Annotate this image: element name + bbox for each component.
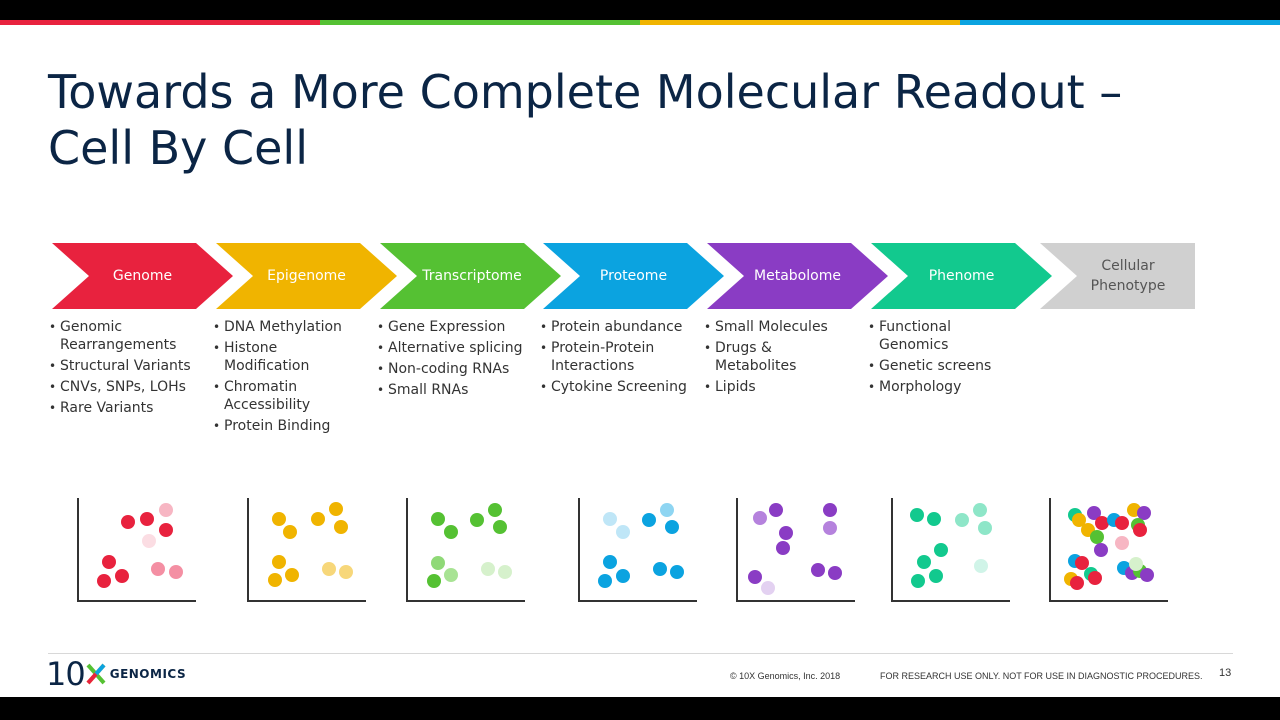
top-bar bbox=[0, 0, 1280, 20]
metabolome-arrow bbox=[707, 243, 888, 309]
omics-flow-arrows bbox=[52, 243, 1195, 309]
list-item: Small RNAs bbox=[377, 381, 542, 399]
epigenome-bullets: DNA Methylation Histone Modification Chr… bbox=[213, 318, 353, 438]
metabolome-scatter-illustration bbox=[736, 498, 855, 602]
transcriptome-scatter-illustration bbox=[406, 498, 525, 602]
phenome-bullets: Functional Genomics Genetic screens Morp… bbox=[868, 318, 1018, 399]
list-item: Small Molecules bbox=[704, 318, 854, 336]
list-item: Cytokine Screening bbox=[540, 378, 700, 396]
list-item: Morphology bbox=[868, 378, 1018, 396]
accent-stripe-blue bbox=[960, 20, 1280, 25]
epigenome-scatter-illustration bbox=[247, 498, 366, 602]
stage-label-cellular-line-1: Cellular bbox=[1101, 258, 1155, 274]
stage-label-epigenome: Epigenome bbox=[267, 268, 346, 284]
slide-title-line-2: Cell By Cell bbox=[48, 121, 308, 175]
list-item: Protein-Protein Interactions bbox=[540, 339, 700, 375]
transcriptome-bullets: Gene Expression Alternative splicing Non… bbox=[377, 318, 542, 402]
list-item: Genetic screens bbox=[868, 357, 1018, 375]
logo-x-icon bbox=[86, 663, 106, 685]
stage-label-cellular-line-2: Phenotype bbox=[1090, 278, 1166, 294]
proteome-scatter-illustration bbox=[578, 498, 697, 602]
proteome-arrow bbox=[543, 243, 724, 309]
slide-title: Towards a More Complete Molecular Readou… bbox=[48, 64, 1228, 176]
phenome-scatter-illustration bbox=[891, 498, 1010, 602]
stage-label-phenome: Phenome bbox=[928, 268, 995, 284]
list-item: DNA Methylation bbox=[213, 318, 353, 336]
cellular-phenotype-arrow bbox=[1040, 243, 1195, 309]
list-item: Functional Genomics bbox=[868, 318, 1018, 354]
omics-flow bbox=[0, 240, 1280, 315]
list-item: Chromatin Accessibility bbox=[213, 378, 353, 414]
10x-genomics-logo: 10 GENOMICS bbox=[46, 655, 187, 693]
footer-divider bbox=[48, 653, 1233, 654]
stage-label-genome: Genome bbox=[112, 268, 173, 284]
accent-stripe-green bbox=[320, 20, 640, 25]
list-item: Lipids bbox=[704, 378, 854, 396]
list-item: Rare Variants bbox=[49, 399, 214, 417]
proteome-bullets: Protein abundance Protein-Protein Intera… bbox=[540, 318, 700, 399]
copyright-text: © 10X Genomics, Inc. 2018 bbox=[730, 671, 841, 681]
list-item: Structural Variants bbox=[49, 357, 214, 375]
accent-stripe-yellow bbox=[640, 20, 960, 25]
slide-title-line-1: Towards a More Complete Molecular Readou… bbox=[48, 65, 1123, 119]
accent-stripe-red bbox=[0, 20, 320, 25]
list-item: Non-coding RNAs bbox=[377, 360, 542, 378]
list-item: Histone Modification bbox=[213, 339, 353, 375]
list-item: Protein abundance bbox=[540, 318, 700, 336]
list-item: Drugs & Metabolites bbox=[704, 339, 854, 375]
disclaimer-text: FOR RESEARCH USE ONLY. NOT FOR USE IN DI… bbox=[880, 671, 1203, 681]
cellular-phenotype-scatter-illustration bbox=[1049, 498, 1168, 602]
stage-label-cellular-phenotype: Cellular Phenotype bbox=[1068, 243, 1188, 309]
stage-label-metabolome: Metabolome bbox=[754, 268, 841, 284]
transcriptome-arrow bbox=[380, 243, 561, 309]
phenome-arrow bbox=[871, 243, 1052, 309]
list-item: CNVs, SNPs, LOHs bbox=[49, 378, 214, 396]
list-item: Gene Expression bbox=[377, 318, 542, 336]
logo-word: GENOMICS bbox=[109, 667, 187, 681]
list-item: Protein Binding bbox=[213, 417, 353, 435]
metabolome-bullets: Small Molecules Drugs & Metabolites Lipi… bbox=[704, 318, 854, 399]
bottom-bar bbox=[0, 697, 1280, 720]
logo-number: 10 bbox=[46, 655, 86, 693]
stage-label-transcriptome: Transcriptome bbox=[422, 268, 522, 284]
stage-label-proteome: Proteome bbox=[599, 268, 668, 284]
list-item: Genomic Rearrangements bbox=[49, 318, 214, 354]
epigenome-arrow bbox=[216, 243, 397, 309]
page-number: 13 bbox=[1219, 667, 1232, 679]
genome-bullets: Genomic Rearrangements Structural Varian… bbox=[49, 318, 214, 420]
genome-scatter-illustration bbox=[77, 498, 196, 602]
genome-arrow bbox=[52, 243, 233, 309]
list-item: Alternative splicing bbox=[377, 339, 542, 357]
